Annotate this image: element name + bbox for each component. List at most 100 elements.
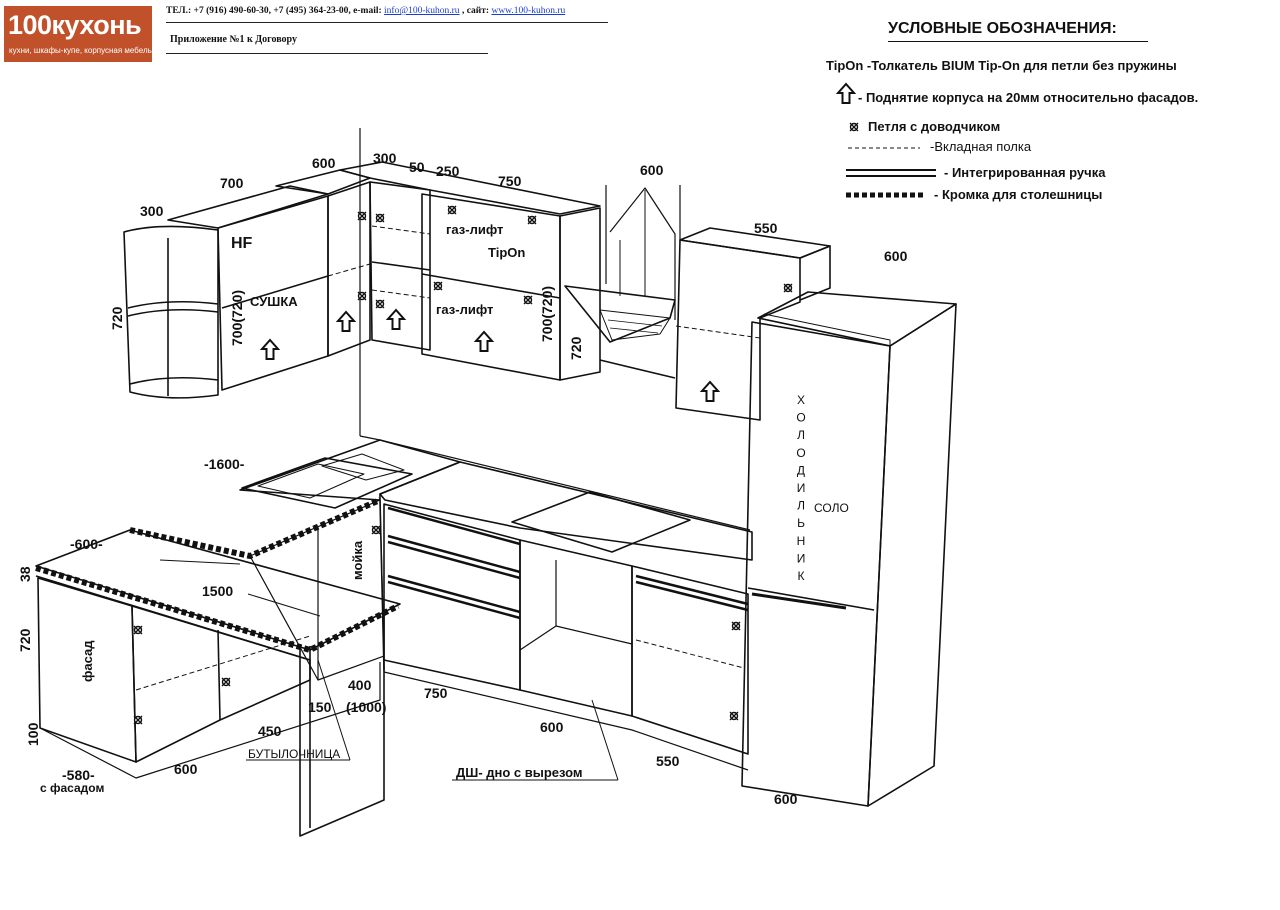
fridge-door-split [747,587,875,611]
dim-600-bottom: 600 [774,791,798,807]
peninsula-plinth [39,662,381,779]
drawer-handle-top [387,506,521,546]
dim-450: 450 [258,723,282,739]
dim-400: 400 [348,677,372,693]
dim-1000: (1000) [346,699,386,715]
dim-100: 100 [25,722,41,746]
upper-right-shelf [675,325,761,339]
right-base-handle [635,574,749,606]
dim-1500-line [247,593,321,617]
hf-cabinet-split [221,275,329,309]
fridge-handle [751,592,847,610]
lift-arrow-icon-3 [387,309,405,330]
legend-handle: - Интегрированная ручка [944,165,1106,180]
right-base-handle-b [635,580,749,612]
peninsula-front-cabinets [131,605,311,763]
drawer-unit-front [383,503,521,691]
edge-peninsula [35,565,400,654]
dim-580: -580- [62,767,95,783]
corner-upper-front [369,181,431,351]
fridge-letter: К [798,569,805,583]
dim-1600: -1600- [204,456,245,472]
bar-leg [299,612,385,837]
open-shelf-board-2 [129,376,219,385]
site-link[interactable]: www.100-kuhon.ru [491,6,566,16]
hinge-icon-12 [133,715,143,725]
main-counter-top [379,461,753,561]
email-link[interactable]: info@100-kuhon.ru [384,6,460,16]
legend-title-underline [888,41,1148,42]
legend-tipon: TipOn -Толкатель BIUM Tip-On для петли б… [826,58,1177,73]
oven-niche [519,539,633,717]
corner-upper-split [371,261,431,271]
oven-niche-bottom [519,625,633,651]
label-bottle-rack: БУТЫЛОЧНИЦА [248,747,340,761]
label-facade: фасад [80,640,95,682]
drawer-handle-2 [387,574,521,614]
hinge-icon-11 [133,625,143,635]
fridge-side [867,303,957,807]
gaslift-cabinet-split [421,273,561,299]
hinge-icon-3 [375,213,385,223]
dim-750-top: 750 [498,173,522,189]
dim-38: 38 [17,566,33,582]
fridge-letter: О [796,411,805,425]
dryer-cabinet-front [327,181,371,357]
header-rule-bottom [166,53,488,54]
logo-brand: 100кухонь [8,10,142,40]
hinge-icon-9 [783,283,793,293]
hinge-icon-15 [729,711,739,721]
hood-filter-line-2 [609,327,659,334]
hf-cabinet-top [167,185,329,229]
hinge-icon-5 [447,205,457,215]
fridge-letter: Л [797,499,805,513]
label-solo: СОЛО [814,501,849,515]
contact-site-prefix: , сайт: [459,6,492,16]
appendix-title: Приложение №1 к Договору [170,34,297,45]
open-shelf-board-1b [127,308,219,317]
right-base-shelf [635,639,745,669]
dim-600-oven: 600 [540,719,564,735]
hinge-icon-2 [357,291,367,301]
fridge-letter: И [797,551,806,565]
dim-300-top: 300 [373,150,397,166]
dim-150: 150 [308,699,332,715]
hood-chimney [609,187,676,320]
drawer-handle-1b [387,540,521,580]
dim-600-side: -600- [70,536,103,552]
upper-right-cabinet-side [799,245,831,301]
contact-line: ТЕЛ.: +7 (916) 490-60-30, +7 (495) 364-2… [166,6,565,16]
hinge-icon-10 [371,525,381,535]
legend-edge: - Кромка для столешницы [934,187,1103,202]
plinth-line [383,660,749,771]
hinge-icon-4 [375,299,385,309]
dim-250-top: 250 [436,163,460,179]
legend-hinge-icon [849,122,859,132]
gaslift-cabinet-side [559,207,601,381]
drawer-handle-1 [387,534,521,574]
hood-lower-edge [599,359,676,379]
dim-300-left: 300 [140,203,164,219]
legend-arrow-icon [837,83,855,104]
fridge-letter: И [797,481,806,495]
fridge-front [741,321,891,807]
dim-600-front: 600 [174,761,198,777]
sink-bowl-1 [257,463,365,499]
dim-720-upper: 720 [109,306,125,330]
upper-right-top [339,161,601,215]
label-dsh: ДШ- дно с вырезом [456,765,583,780]
lift-arrow-icon-2 [337,311,355,332]
legend-lift: - Поднятие корпуса на 20мм относительно … [858,90,1199,105]
label-hf: HF [231,235,253,252]
hob [511,491,691,553]
legend-title: УСЛОВНЫЕ ОБОЗНАЧЕНИЯ: [888,20,1117,37]
label-tipon: TipOn [488,245,525,260]
header-rule [166,22,608,23]
dim-750-base: 750 [424,685,448,701]
label-gaslift-1: газ-лифт [446,222,503,237]
upper-right-cabinet-front [675,239,801,421]
legend-hinge: Петля с доводчиком [868,119,1001,134]
contact-phones: ТЕЛ.: +7 (916) 490-60-30, +7 (495) 364-2… [166,6,385,16]
hinge-icon-8 [523,295,533,305]
